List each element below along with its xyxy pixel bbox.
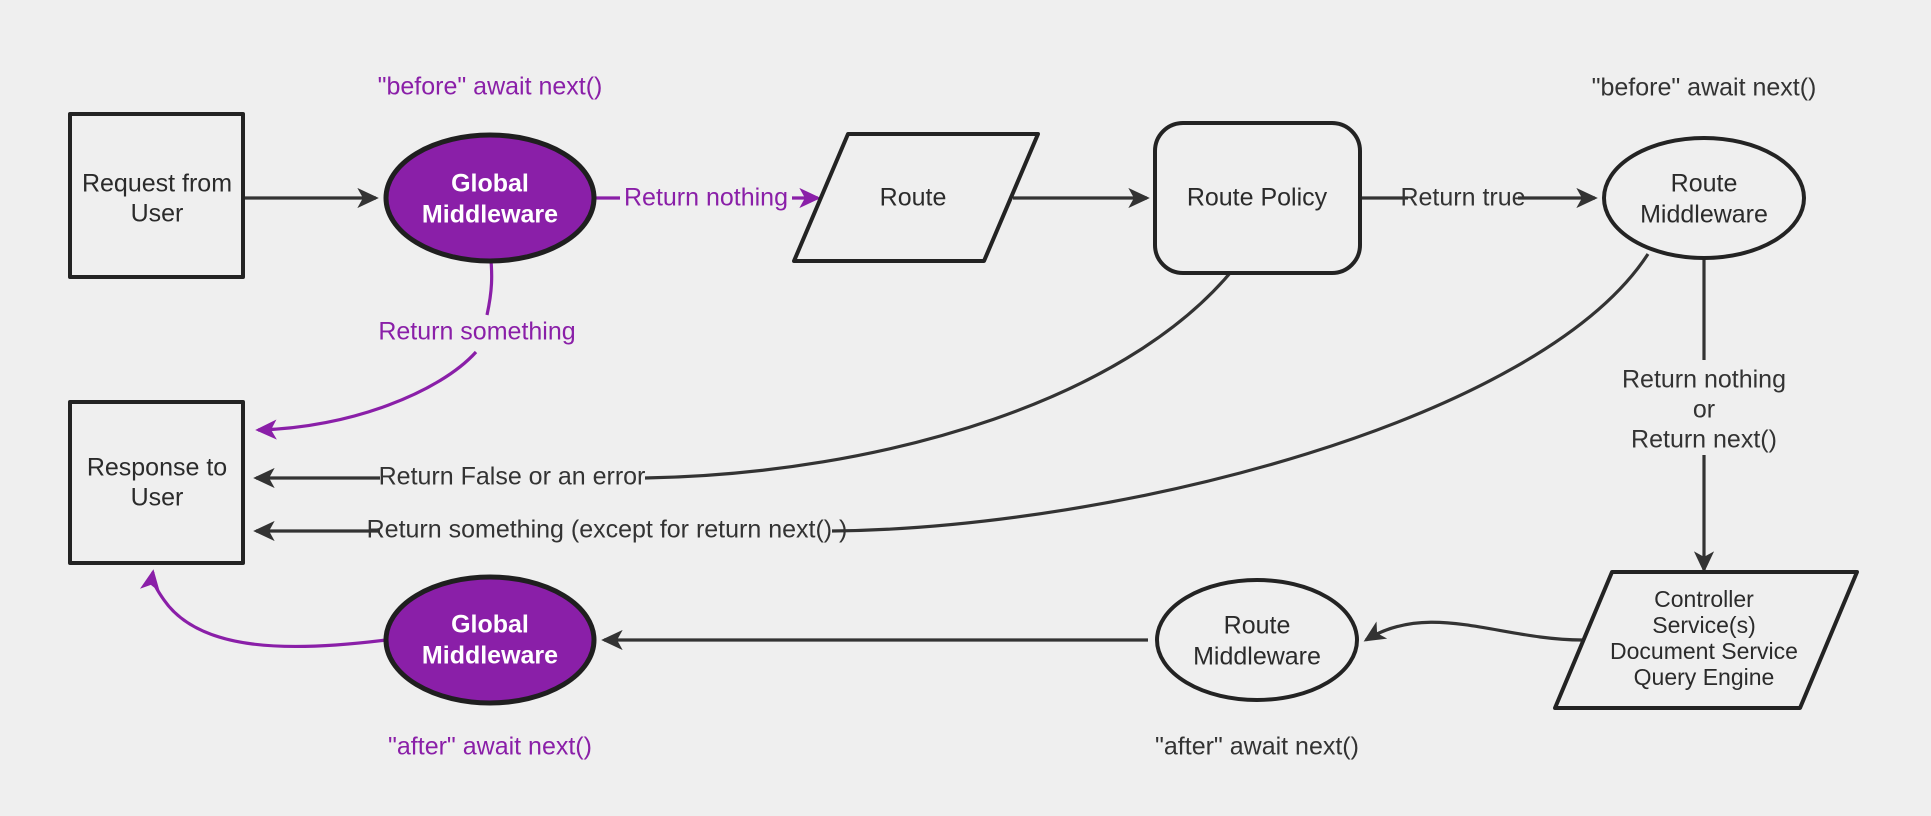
route-policy-shape — [1153, 121, 1362, 275]
response-to-user-shape — [68, 400, 245, 565]
annotation-after-await-next-route-middleware: "after" await next() — [1155, 733, 1359, 761]
edge-label-return-next: Return next() — [1631, 426, 1777, 454]
route-middleware-before-label-line1: Route — [1671, 170, 1738, 198]
response-to-user-label-line1: Response to — [87, 454, 227, 482]
annotation-after-await-next-global: "after" await next() — [388, 733, 592, 761]
edge-label-return-something-top: Return something — [378, 318, 575, 346]
route-label: Route — [880, 184, 947, 212]
global-middleware-before-label-line2: Middleware — [422, 201, 558, 229]
controller-services-shape — [1553, 570, 1859, 710]
node-route-middleware-before[interactable]: Route Middleware — [1602, 136, 1806, 260]
controller-label-line3: Document Service — [1610, 638, 1798, 664]
global-middleware-before-shape — [383, 132, 597, 264]
route-middleware-after-label-line1: Route — [1224, 612, 1291, 640]
route-shape — [792, 132, 1040, 263]
route-policy-label: Route Policy — [1187, 184, 1328, 212]
node-global-middleware-before[interactable]: Global Middleware — [383, 132, 597, 264]
request-from-user-label-line1: Request from — [82, 170, 232, 198]
global-middleware-after-label-line2: Middleware — [422, 642, 558, 670]
edge-label-or: or — [1693, 396, 1715, 424]
edge-label-return-false-or-error: Return False or an error — [379, 463, 646, 491]
controller-label-line2: Service(s) — [1652, 612, 1756, 638]
global-middleware-after-label-line1: Global — [451, 611, 529, 639]
global-middleware-after-shape — [383, 574, 597, 706]
edge-label-return-something-except: Return something (except for return next… — [367, 516, 848, 544]
edge-global-middleware-after-to-response — [139, 569, 387, 649]
route-middleware-before-label-line2: Middleware — [1640, 201, 1768, 229]
annotation-before-await-next-global: "before" await next() — [378, 73, 603, 101]
node-controller-services[interactable]: Controller Service(s) Document Service Q… — [1553, 570, 1859, 710]
response-to-user-label-line2: User — [131, 484, 184, 512]
edge-route-middleware-return-something-curve — [831, 253, 1650, 533]
request-from-user-label-line2: User — [131, 200, 184, 228]
node-route-policy[interactable]: Route Policy — [1153, 121, 1362, 275]
controller-label-line4: Query Engine — [1634, 664, 1775, 690]
request-from-user-shape — [68, 112, 245, 279]
node-route[interactable]: Route — [792, 132, 1040, 263]
node-response-to-user[interactable]: Response to User — [68, 400, 245, 565]
edge-label-return-nothing-branch: Return nothing — [1622, 366, 1786, 394]
global-middleware-before-label-line1: Global — [451, 170, 529, 198]
route-middleware-after-shape — [1155, 578, 1359, 702]
controller-label-line1: Controller — [1654, 586, 1754, 612]
edge-route-policy-return-false-curve — [644, 253, 1247, 480]
route-middleware-after-label-line2: Middleware — [1193, 643, 1321, 671]
route-middleware-before-shape — [1602, 136, 1806, 260]
edge-return-something-to-response — [255, 350, 478, 440]
node-route-middleware-after[interactable]: Route Middleware — [1155, 578, 1359, 702]
edge-label-return-true: Return true — [1400, 184, 1525, 212]
node-global-middleware-after[interactable]: Global Middleware — [383, 574, 597, 706]
node-request-from-user[interactable]: Request from User — [68, 112, 245, 279]
annotation-before-await-next-route-middleware: "before" await next() — [1592, 74, 1817, 102]
edge-controller-to-route-middleware-after — [1363, 620, 1583, 642]
edge-label-return-nothing: Return nothing — [624, 184, 788, 212]
